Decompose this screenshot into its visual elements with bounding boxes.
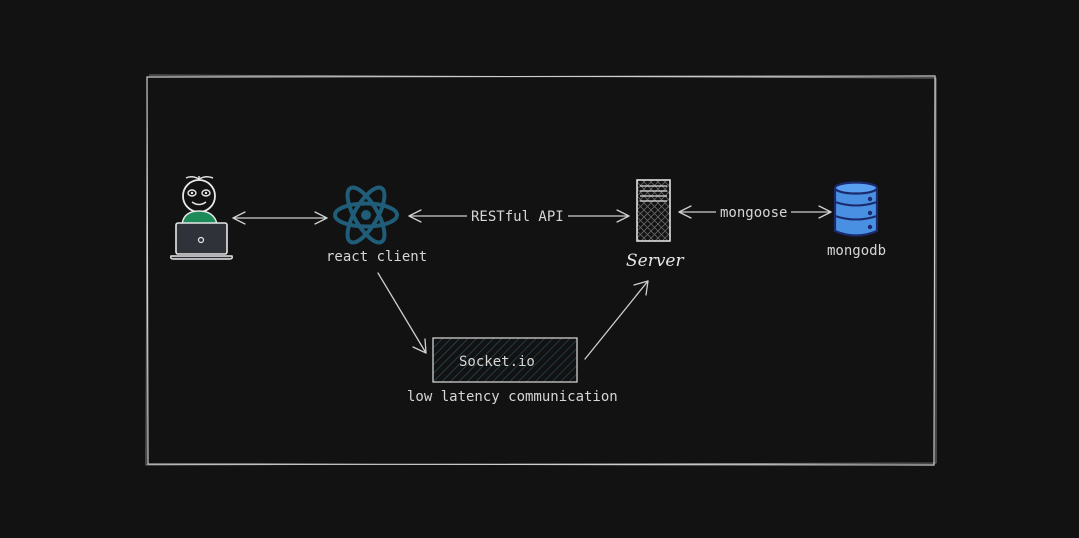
socket-io-box [432, 337, 578, 383]
mongodb-label: mongodb [827, 243, 887, 259]
react-client-label: react client [326, 249, 428, 265]
restful-api-label: RESTful API [467, 210, 568, 224]
developer-laptop-icon [170, 175, 233, 260]
low-latency-caption: low latency communication [407, 389, 618, 405]
react-atom-icon [333, 185, 399, 245]
arrow-user-react [232, 211, 328, 225]
arrow-socket-server [584, 280, 649, 360]
socket-io-label: Socket.io [459, 354, 535, 370]
server-rack-icon [636, 179, 671, 242]
arrow-react-socket [377, 272, 427, 354]
outer-frame [145, 74, 937, 466]
database-cylinder-icon [833, 181, 879, 237]
mongoose-label: mongoose [716, 206, 792, 220]
server-label: Server [626, 251, 684, 271]
